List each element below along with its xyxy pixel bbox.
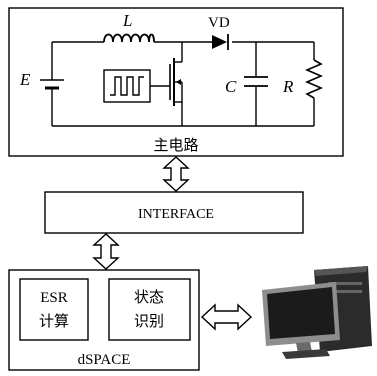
- dspace-frame: [8, 269, 200, 371]
- esr-box-line1: ESR: [40, 290, 68, 306]
- state-recognition-box: [108, 278, 191, 341]
- main-circuit-title: 主电路: [153, 136, 198, 154]
- capacitor-label: C: [225, 77, 237, 96]
- esr-calc-box: [19, 278, 89, 341]
- mosfet-switch-symbol: [150, 42, 183, 126]
- pwm-signal-icon: [103, 69, 151, 103]
- main-circuit-frame: [8, 7, 344, 157]
- capacitor-symbol: [244, 42, 268, 126]
- double-arrow-icon: [92, 233, 120, 270]
- dspace-block: ESR 计算 状态 识别 dSPACE: [8, 269, 200, 371]
- main-circuit-block: E L VD: [8, 7, 344, 157]
- diode-symbol: [212, 34, 229, 50]
- state-box-line2: 识别: [134, 312, 164, 330]
- resistor-symbol: [304, 42, 324, 126]
- source-label: E: [19, 70, 31, 89]
- desktop-computer-icon: [262, 266, 372, 359]
- interface-block: INTERFACE: [44, 191, 304, 234]
- diode-label: VD: [208, 15, 230, 31]
- inductor-symbol: [103, 33, 155, 43]
- battery-symbol: [40, 79, 64, 100]
- double-arrow-icon: [200, 303, 253, 331]
- dspace-label: dSPACE: [78, 352, 131, 368]
- double-arrow-icon: [162, 156, 190, 192]
- inductor-label: L: [122, 11, 132, 30]
- interface-frame: [44, 191, 304, 234]
- esr-box-line2: 计算: [39, 312, 69, 330]
- state-box-line1: 状态: [134, 288, 164, 306]
- interface-label: INTERFACE: [138, 207, 214, 222]
- resistor-label: R: [282, 77, 294, 96]
